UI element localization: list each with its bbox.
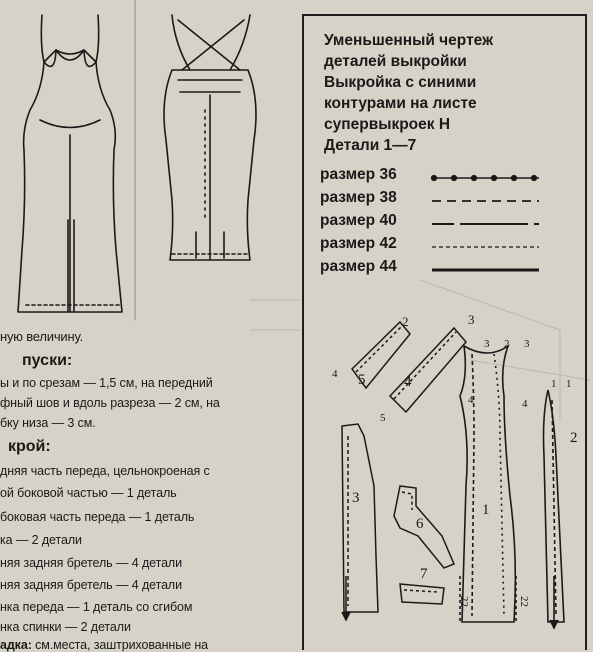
piece-number-7: 7 (420, 566, 428, 582)
cutting-line: ка — 2 детали (0, 533, 82, 547)
size-36-label: размер 36 (320, 166, 397, 183)
piece-mark: 2 (402, 314, 409, 329)
allowances-line: фный шов и вдоль разреза — 2 см, на (0, 396, 220, 410)
box-title-line: Детали 1—7 (324, 137, 417, 154)
piece-mark: 1 (551, 378, 557, 390)
pattern-box: Уменьшенный чертеж деталей выкройки Выкр… (302, 14, 587, 650)
cutting-line: боковая часть переда — 1 деталь (0, 510, 195, 524)
piece-number-3: 3 (352, 490, 360, 506)
size-40-label: размер 40 (320, 212, 397, 229)
legend-line-size-36 (430, 174, 539, 182)
piece-7 (399, 583, 445, 605)
piece-mark: 3 (524, 338, 530, 350)
box-title-line: контурами на листе (324, 95, 477, 112)
size-44-label: размер 44 (320, 258, 397, 275)
box-title-line: деталей выкройки (324, 53, 467, 70)
piece-mark: 4 (522, 398, 528, 410)
cutting-line: нка спинки — 2 детали (0, 620, 131, 634)
piece-3 (341, 423, 379, 622)
box-title-line: Уменьшенный чертеж (324, 32, 494, 49)
piece-number-4: 4 (404, 374, 412, 390)
piece-number-1: 1 (482, 502, 490, 518)
piece-5-strap (351, 320, 411, 390)
piece-mark: 2 (504, 338, 510, 350)
sketch-caption: ную величину. (0, 329, 83, 344)
cutting-line-last: адка: см.места, заштрихованные на (0, 638, 208, 652)
piece-mark: 4 (332, 368, 338, 380)
cutting-line: ой боковой частью — 1 деталь (0, 486, 177, 500)
piece-1 (459, 343, 517, 623)
cutting-line: дняя часть переда, цельнокроеная с (0, 464, 210, 478)
cutting-line: няя задняя бретель — 4 детали (0, 578, 182, 592)
dress-back-sketch (163, 14, 257, 261)
cutting-heading: крой: (8, 438, 51, 455)
piece-6 (393, 485, 455, 569)
piece-mark: 4 (468, 394, 474, 406)
piece-mark: 3 (484, 338, 490, 350)
dress-front-sketch (17, 14, 123, 313)
box-title-line: Выкройка с синими (324, 74, 477, 91)
piece-mark: 5 (380, 412, 386, 424)
piece-mark: 3 (468, 312, 475, 327)
size-38-label: размер 38 (320, 189, 397, 206)
dress-sketches (17, 0, 257, 321)
piece-2 (542, 389, 565, 630)
fold-mark: 22 (518, 596, 530, 607)
cutting-line: няя задняя бретель — 4 детали (0, 556, 182, 570)
piece-number-5: 5 (358, 372, 366, 388)
box-title-line: супервыкроек Н (324, 116, 451, 133)
piece-mark: 1 (566, 378, 572, 390)
cutting-line: нка переда — 1 деталь со сгибом (0, 600, 193, 614)
piece-number-2: 2 (570, 430, 578, 446)
fold-mark: 22 (458, 596, 470, 607)
allowances-line: ы и по срезам — 1,5 см, на передний (0, 376, 213, 390)
allowances-heading: пуски: (22, 352, 73, 369)
piece-number-6: 6 (416, 516, 424, 532)
size-42-label: размер 42 (320, 235, 397, 252)
piece-4-strap (388, 326, 467, 414)
allowances-line: бку низа — 3 см. (0, 416, 96, 430)
legend-and-pieces (341, 174, 565, 630)
